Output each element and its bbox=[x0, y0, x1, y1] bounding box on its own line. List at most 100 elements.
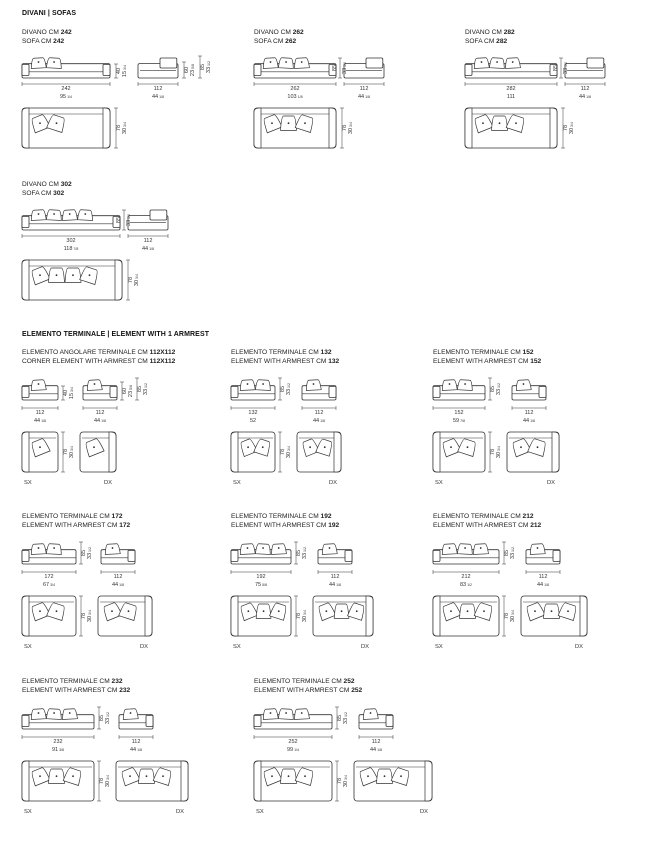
section-title-terminal: ELEMENTO TERMINALE | ELEMENT WITH 1 ARMR… bbox=[22, 331, 210, 338]
dimension-inch-label: 441/8 bbox=[329, 582, 341, 588]
dimension-label: 282 bbox=[506, 86, 515, 92]
dimension-label: 112 bbox=[581, 86, 590, 92]
dimension-inch-label: 331/2 bbox=[87, 547, 93, 559]
side-label-dx: DX bbox=[361, 644, 369, 650]
side-label-dx: DX bbox=[575, 644, 583, 650]
dimension-inch-label: 331/2 bbox=[496, 383, 502, 395]
dimension-inch-label: 441/8 bbox=[579, 94, 591, 100]
dimension-label: 78 bbox=[490, 449, 496, 455]
dimension-label: 112 bbox=[144, 238, 153, 244]
side-label-sx: SX bbox=[24, 809, 32, 815]
dimension-inch-label: 303/4 bbox=[122, 122, 128, 134]
dimension-inch-label: 951/4 bbox=[60, 94, 72, 100]
section-title-sofas: DIVANI | SOFAS bbox=[22, 10, 77, 17]
dimension-label: 112 bbox=[331, 574, 340, 580]
dimension-label: 60 bbox=[122, 388, 128, 394]
dimension-inch-label: 331/2 bbox=[302, 547, 308, 559]
dimension-label: 252 bbox=[288, 739, 297, 745]
side-label-sx: SX bbox=[24, 644, 32, 650]
dimension-label: 212 bbox=[461, 574, 470, 580]
dimension-inch-label: 303/4 bbox=[302, 610, 308, 622]
dimension-label: 78 bbox=[99, 778, 105, 784]
side-label-dx: DX bbox=[329, 480, 337, 486]
dimension-inch-label: 441/8 bbox=[537, 582, 549, 588]
dimension-label: 85 bbox=[200, 64, 206, 70]
dimension-label: 232 bbox=[53, 739, 62, 745]
dimension-inch-label: 235/8 bbox=[190, 64, 196, 76]
side-label-dx: DX bbox=[547, 480, 555, 486]
side-label-dx: DX bbox=[176, 809, 184, 815]
dimension-label: 85 bbox=[99, 715, 105, 721]
dimension-label: 60 bbox=[184, 67, 190, 73]
dimension-label: 112 bbox=[114, 574, 123, 580]
dimension-inch-label: 235/8 bbox=[128, 385, 134, 397]
dimension-inch-label: 303/4 bbox=[496, 446, 502, 458]
side-label-sx: SX bbox=[24, 480, 32, 486]
side-label-sx: SX bbox=[435, 480, 443, 486]
dimension-inch-label: 441/8 bbox=[152, 94, 164, 100]
dimension-label: 78 bbox=[337, 778, 343, 784]
dimension-label: 112 bbox=[36, 410, 45, 416]
side-label-sx: SX bbox=[256, 809, 264, 815]
dimension-inch-label: 331/2 bbox=[510, 547, 516, 559]
dimension-label: 85 bbox=[337, 715, 343, 721]
dimension-inch-label: 303/4 bbox=[510, 610, 516, 622]
dimension-inch-label: 441/8 bbox=[94, 418, 106, 424]
dimension-inch-label: 303/4 bbox=[348, 122, 354, 134]
dimension-inch-label: 913/8 bbox=[52, 747, 64, 753]
dimension-inch-label: 441/8 bbox=[313, 418, 325, 424]
dimension-inch-label: 303/4 bbox=[87, 610, 93, 622]
dimension-inch-label: 303/4 bbox=[134, 274, 140, 286]
dimension-inch-label: 755/8 bbox=[255, 582, 267, 588]
dimension-label: 112 bbox=[96, 410, 105, 416]
dimension-label: 302 bbox=[66, 238, 75, 244]
dimension-label: 132 bbox=[248, 410, 257, 416]
dimension-inch-label: 441/8 bbox=[358, 94, 370, 100]
side-label-sx: SX bbox=[233, 480, 241, 486]
dimension-inch-label: 441/8 bbox=[523, 418, 535, 424]
dimension-inch-label: 153/4 bbox=[69, 387, 75, 399]
dimension-label: 152 bbox=[454, 410, 463, 416]
side-label-dx: DX bbox=[420, 809, 428, 815]
dimension-label: 78 bbox=[342, 125, 348, 131]
dimension-inch-label: 673/4 bbox=[43, 582, 55, 588]
dimension-inch-label: 441/8 bbox=[370, 747, 382, 753]
dimension-inch-label: 331/2 bbox=[126, 214, 132, 226]
dimension-inch-label: 331/2 bbox=[343, 712, 349, 724]
dimension-label: 78 bbox=[81, 613, 87, 619]
dimension-inch-label: 303/4 bbox=[105, 775, 111, 787]
dimension-label: 112 bbox=[539, 574, 548, 580]
dimension-label: 112 bbox=[315, 410, 324, 416]
dimension-inch-label: 831/2 bbox=[460, 582, 472, 588]
dimension-label: 78 bbox=[504, 613, 510, 619]
dimension-label: 85 bbox=[332, 65, 338, 71]
dimension-label: 85 bbox=[116, 217, 122, 223]
side-label-dx: DX bbox=[104, 480, 112, 486]
dimension-inch-label: 441/8 bbox=[34, 418, 46, 424]
dimension-inch-label: 111 bbox=[507, 94, 515, 100]
dimension-label: 262 bbox=[290, 86, 299, 92]
dimension-inch-label: 331/2 bbox=[563, 62, 569, 74]
dimension-inch-label: 331/2 bbox=[105, 712, 111, 724]
dimension-label: 85 bbox=[81, 550, 87, 556]
dimension-inch-label: 991/4 bbox=[287, 747, 299, 753]
dimension-label: 78 bbox=[280, 449, 286, 455]
dimension-label: 40 bbox=[116, 68, 122, 74]
dimension-label: 78 bbox=[563, 125, 569, 131]
dimension-label: 78 bbox=[116, 125, 122, 131]
